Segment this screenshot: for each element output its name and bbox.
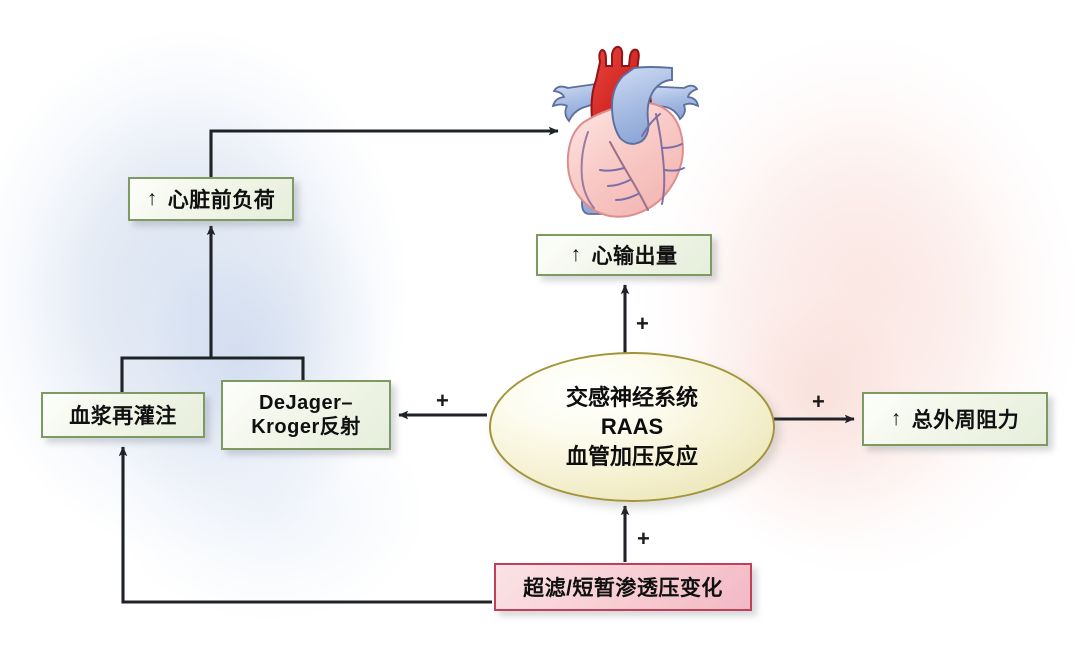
node-label: 总外周阻力: [911, 409, 1020, 432]
node-label-line1: DeJager–: [258, 391, 354, 414]
up-arrow-icon: ↑: [890, 406, 902, 430]
node-label: 心脏前负荷: [167, 189, 276, 212]
edge-label-to-ellipse: +: [637, 526, 650, 551]
node-label-line1: 交感神经系统: [565, 385, 698, 411]
edge-ultrafiltration-to-plasma: [118, 446, 492, 604]
heart-illustration-icon: [551, 45, 700, 218]
node-ultrafiltration[interactable]: 超滤/短暂渗透压变化: [494, 563, 752, 611]
up-arrow-icon: ↑: [146, 186, 158, 210]
node-total-peripheral-resistance[interactable]: ↑ 总外周阻力: [862, 392, 1048, 446]
node-plasma-refill[interactable]: 血浆再灌注: [41, 392, 205, 438]
node-dejager-kroger-reflex[interactable]: DeJager– Kroger反射: [221, 380, 391, 450]
node-sympathetic-raas-vasopressor[interactable]: 交感神经系统 RAAS 血管加压反应: [489, 352, 775, 502]
heart-coronary-vessels-icon: [580, 113, 685, 211]
edge-label-to-tpr: +: [812, 389, 825, 414]
node-label: 血浆再灌注: [69, 405, 177, 428]
heart-left-pulmonary-vessel-icon: [551, 82, 602, 123]
node-label: 超滤/短暂渗透压变化: [523, 577, 723, 600]
node-label-line3: 血管加压反应: [565, 443, 698, 469]
node-label-line2: RAAS: [600, 414, 664, 440]
node-label-line2: Kroger反射: [251, 416, 361, 438]
heart-pulmonary-trunk-icon: [611, 66, 673, 145]
edge-label-to-cardiac-output: +: [636, 311, 649, 336]
node-cardiac-preload[interactable]: ↑ 心脏前负荷: [128, 177, 294, 221]
node-cardiac-output[interactable]: ↑ 心输出量: [536, 234, 712, 276]
up-arrow-icon: ↑: [570, 242, 582, 266]
edge-preload-to-heart: [209, 126, 559, 177]
node-label: 心输出量: [591, 245, 678, 268]
heart-right-pulmonary-vessel-icon: [641, 84, 700, 121]
edge-label-to-dejager: +: [436, 388, 449, 413]
